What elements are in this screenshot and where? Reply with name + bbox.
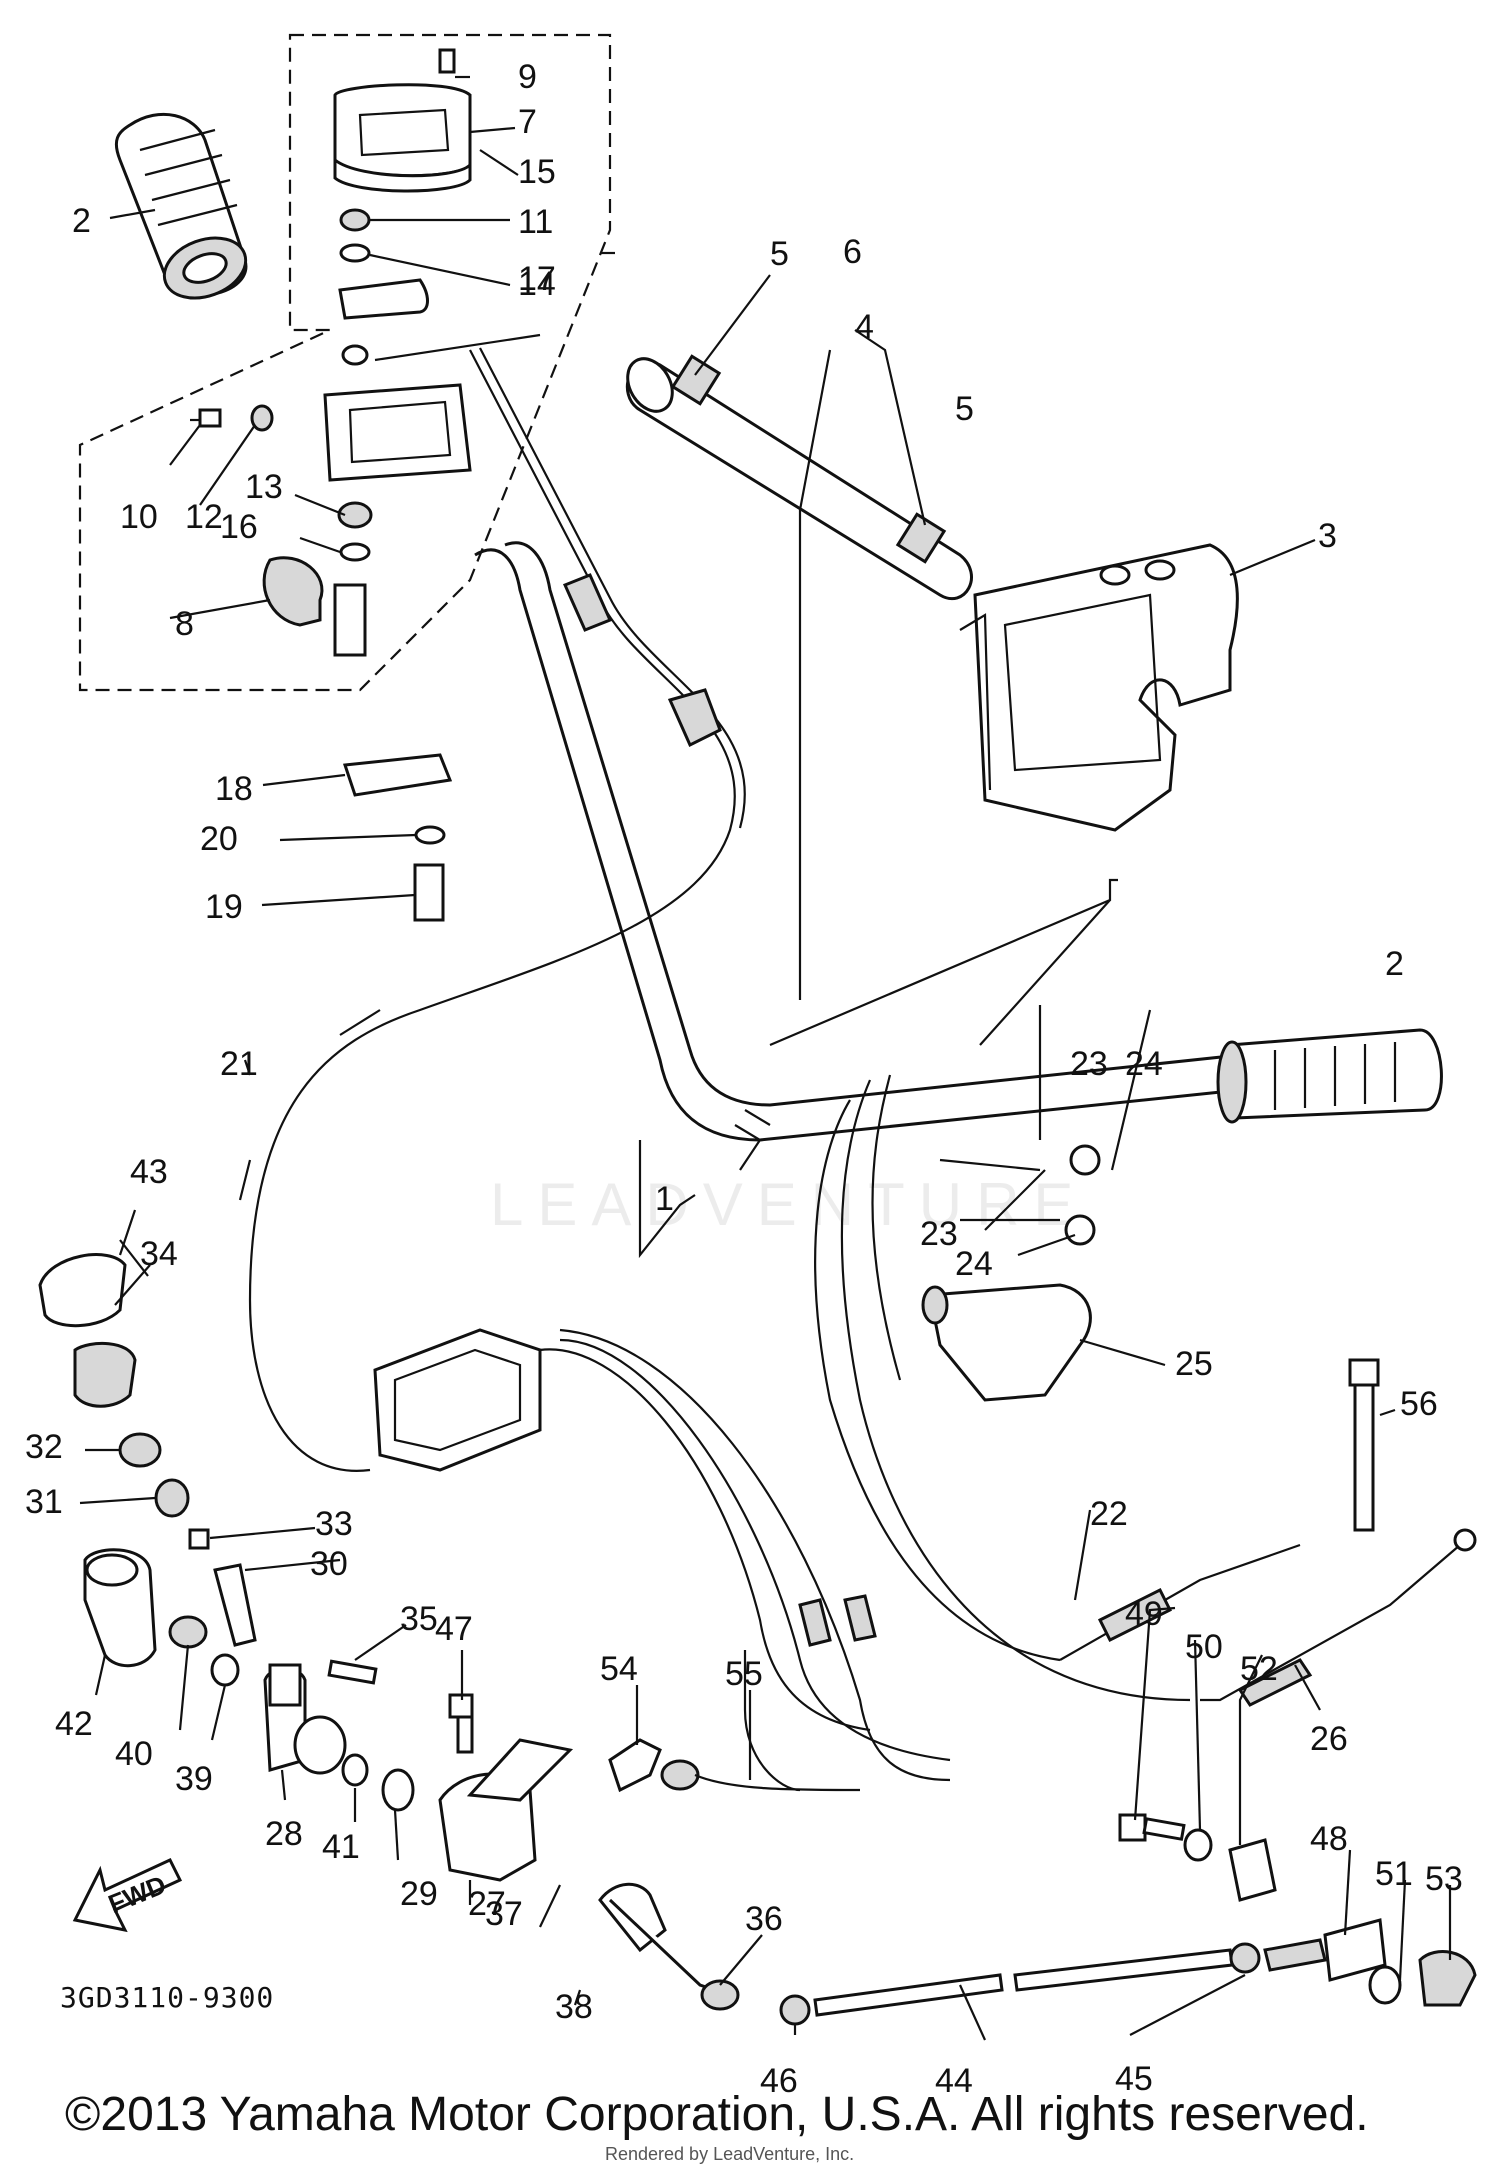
part-label-53: 53: [1425, 1860, 1463, 1898]
shift-rod: [598, 1813, 1477, 2026]
part-label-4: 4: [855, 308, 874, 346]
part-label-55: 55: [725, 1655, 763, 1693]
part-label-1: 1: [655, 1180, 674, 1218]
part-labels: 1223455678910111213141516171819202122232…: [25, 58, 1463, 2100]
part-label-24: 24: [955, 1245, 993, 1283]
part-label-13: 13: [245, 468, 283, 506]
stop-switch: [608, 1650, 861, 1793]
part-label-17: 17: [518, 260, 556, 298]
control-switch-box: [373, 1328, 542, 1472]
handlebar-cover: [959, 543, 1239, 832]
part-label-18: 18: [215, 770, 253, 808]
part-label-10: 10: [120, 498, 158, 536]
part-label-36: 36: [745, 1900, 783, 1938]
cable-tie: [1348, 1358, 1380, 1532]
part-label-31: 31: [25, 1483, 63, 1521]
part-label-15: 15: [518, 153, 556, 191]
part-label-21: 21: [220, 1045, 258, 1083]
fwd-arrow: FWD: [72, 1858, 183, 1933]
part-label-46: 46: [760, 2062, 798, 2100]
part-label-8: 8: [175, 605, 194, 643]
part-label-35: 35: [400, 1600, 438, 1638]
part-label-12: 12: [185, 498, 223, 536]
part-label-34: 34: [140, 1235, 178, 1273]
right-grip: [1216, 1028, 1443, 1124]
clamp-parts: [342, 753, 453, 922]
part-label-43: 43: [130, 1153, 168, 1191]
cables: [238, 347, 1477, 1782]
watermark: LEADVENTURE: [490, 1171, 1087, 1238]
part-label-56: 56: [1400, 1385, 1438, 1423]
part-label-20: 20: [200, 820, 238, 858]
part-label-51: 51: [1375, 1855, 1413, 1893]
left-grip: [114, 112, 248, 300]
leader-lines: [79, 75, 1452, 2041]
part-label-30: 30: [310, 1545, 348, 1583]
part-label-40: 40: [115, 1735, 153, 1773]
part-label-2: 2: [1385, 945, 1404, 983]
brake-switch: [921, 1283, 1092, 1402]
part-label-27: 27: [468, 1885, 506, 1923]
part-label-48: 48: [1310, 1820, 1348, 1858]
part-label-32: 32: [25, 1428, 63, 1466]
part-label-25: 25: [1175, 1345, 1213, 1383]
handlebar: [474, 541, 1241, 1171]
part-label-3: 3: [1318, 517, 1337, 555]
throttle-parts: [38, 1253, 415, 1812]
part-label-22: 22: [1090, 1495, 1128, 1533]
part-label-19: 19: [205, 888, 243, 926]
part-label-45: 45: [1115, 2060, 1153, 2098]
part-label-14: 14: [518, 265, 556, 303]
switch-small-parts: [190, 208, 472, 657]
part-label-26: 26: [1310, 1720, 1348, 1758]
part-label-11: 11: [518, 203, 553, 241]
handlebar-pad: [625, 354, 973, 601]
part-label-42: 42: [55, 1705, 93, 1743]
copyright-notice: ©2013 Yamaha Motor Corporation, U.S.A. A…: [65, 2088, 1369, 2141]
part-label-5: 5: [955, 390, 974, 428]
switch-cover: [333, 48, 472, 193]
part-label-2: 2: [72, 202, 91, 240]
part-label-23: 23: [1070, 1045, 1108, 1083]
lever-bracket: [438, 1693, 574, 1882]
diagram-code: 3GD3110-9300: [60, 1981, 274, 2014]
part-label-24: 24: [1125, 1045, 1163, 1083]
part-label-49: 49: [1125, 1595, 1163, 1633]
part-label-7: 7: [518, 103, 537, 141]
rendered-by-notice: Rendered by LeadVenture, Inc.: [605, 2144, 854, 2164]
part-label-5: 5: [770, 235, 789, 273]
part-label-37: 37: [485, 1895, 523, 1933]
part-label-52: 52: [1240, 1650, 1278, 1688]
part-label-33: 33: [315, 1505, 353, 1543]
part-label-41: 41: [322, 1828, 360, 1866]
part-label-29: 29: [400, 1875, 438, 1913]
part-label-44: 44: [935, 2062, 973, 2100]
part-label-39: 39: [175, 1760, 213, 1798]
part-label-47: 47: [435, 1610, 473, 1648]
part-label-23: 23: [920, 1215, 958, 1253]
part-label-54: 54: [600, 1650, 638, 1688]
part-label-6: 6: [843, 233, 862, 271]
part-label-16: 16: [220, 508, 258, 546]
part-label-9: 9: [518, 58, 537, 96]
part-label-38: 38: [555, 1988, 593, 2026]
part-label-28: 28: [265, 1815, 303, 1853]
part-label-50: 50: [1185, 1628, 1223, 1666]
